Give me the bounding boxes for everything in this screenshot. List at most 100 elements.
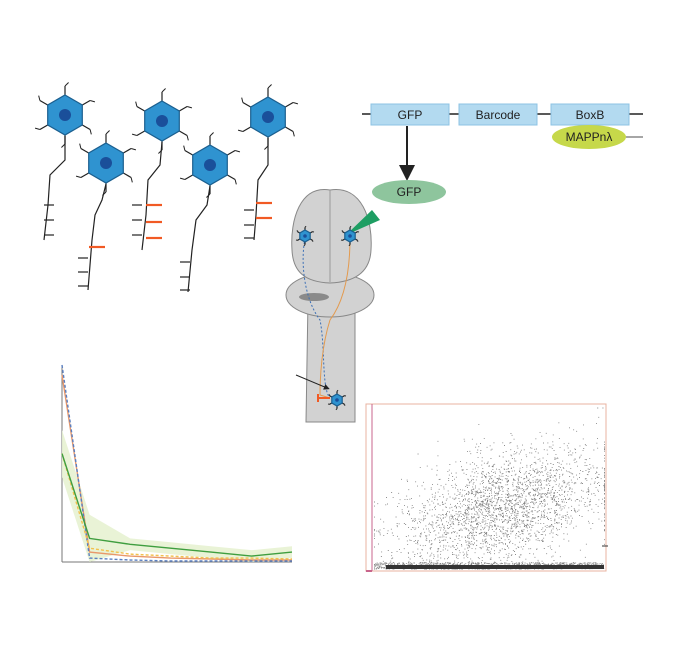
neuron-2-dendrite-branch: [75, 175, 82, 178]
neuron-3-dendrite-branch: [158, 149, 163, 154]
segment-boxb: [550, 103, 630, 126]
neuron-3-dendrite-branch: [131, 133, 138, 136]
brain-neuron-left-dendrite-branch: [304, 225, 307, 228]
neuron-5-dendrite: [285, 126, 294, 133]
scatter-frame: [365, 403, 607, 572]
mappn-protein: [552, 125, 626, 149]
line-series-1: [61, 374, 292, 561]
neuron-2-dendrite-branch: [102, 191, 107, 196]
line-series-3: [61, 453, 293, 560]
neuron-5: [237, 84, 299, 150]
neuron-3-dendrite: [179, 130, 188, 137]
neuron-1: [34, 82, 96, 148]
brain-neuron-left-nucleus: [303, 234, 307, 238]
neuron-4-dendrite-branch: [206, 193, 211, 198]
neuron-1-dendrite-branch: [34, 127, 41, 130]
neuron-4-dendrite-branch: [234, 150, 241, 153]
neuron-4: [179, 132, 241, 198]
neuron-1-dendrite-branch: [64, 82, 69, 87]
scatter-plot: [365, 403, 608, 572]
neuron-4-dendrite: [184, 174, 193, 181]
neuron-panel: [34, 82, 299, 293]
neuron-3-dendrite-branch: [186, 135, 189, 141]
neuron-2-dendrite: [123, 147, 132, 154]
brain-neuron-right-dendrite-branch: [348, 244, 351, 247]
neuron-2-dendrite-branch: [130, 177, 133, 183]
gfp-product: [372, 180, 446, 204]
neuron-1-dendrite: [39, 99, 48, 106]
segment-gfp-label: GFP: [398, 108, 423, 122]
neuron-5-dendrite: [242, 126, 251, 133]
neuron-3-dendrite-branch: [186, 106, 193, 109]
neuron-4-dendrite: [227, 174, 236, 181]
neuron-2-dendrite-branch: [105, 130, 110, 135]
gfp-product-label: GFP: [397, 185, 422, 199]
neuron-1-dendrite-branch: [89, 129, 92, 135]
neuron-3-axon: [141, 141, 163, 251]
brain-neuron-right-dendrite-branch: [349, 225, 352, 228]
scatter-points: [374, 407, 605, 570]
neuron-4-dendrite: [227, 149, 236, 156]
neuron-1-nucleus: [59, 109, 71, 121]
neuron-1-dendrite-branch: [89, 100, 96, 103]
brain-neuron-left: [295, 225, 315, 247]
neuron-5-dendrite: [285, 101, 294, 108]
brain-neuron-left-dendrite-branch: [303, 244, 306, 247]
brain-neuron-target-dendrite-branch: [335, 408, 338, 411]
line-chart: [61, 364, 293, 563]
neuron-1-dendrite-branch: [61, 143, 66, 148]
neuron-1-dendrite: [39, 124, 48, 131]
line-series-2: [61, 364, 292, 562]
neuron-5-dendrite-branch: [292, 131, 295, 137]
injection-pipette: [346, 210, 380, 235]
brain-neuron-target-nucleus: [335, 398, 339, 402]
scatter-baseline-band: [386, 565, 604, 569]
construct-diagram: GFP Barcode BoxB MAPPnλ GFP: [362, 103, 643, 204]
neuron-3-dendrite: [179, 105, 188, 112]
neuron-2-dendrite: [80, 172, 89, 179]
neuron-2-dendrite: [123, 172, 132, 179]
neuron-3-dendrite: [136, 105, 145, 112]
neuron-4-axon: [187, 185, 211, 293]
neuron-1-dendrite: [82, 99, 91, 106]
neuron-5-dendrite-branch: [264, 145, 269, 150]
brain-neuron-target-dendrite-branch: [336, 389, 339, 392]
neuron-3-nucleus: [156, 115, 168, 127]
neuron-3-dendrite-branch: [135, 101, 138, 107]
neuron-3: [131, 88, 193, 154]
neuron-4-dendrite-branch: [209, 132, 214, 137]
brain-neuron-right-nucleus: [348, 234, 352, 238]
neuron-4-dendrite: [184, 149, 193, 156]
brain-neuron-right: [340, 225, 360, 247]
segment-boxb-label: BoxB: [576, 108, 605, 122]
axon-terminal-mark: [317, 394, 330, 402]
brain-diagram: [285, 189, 380, 423]
neuron-5-axon: [253, 138, 269, 241]
projection-left: [302, 237, 335, 399]
neuron-4-dendrite-branch: [179, 177, 186, 180]
neuron-5-dendrite-branch: [237, 129, 244, 132]
neuron-2-dendrite: [80, 147, 89, 154]
neuron-3-dendrite-branch: [161, 88, 166, 93]
neuron-3-dendrite: [136, 130, 145, 137]
mappn-protein-label: MAPPnλ: [566, 130, 613, 144]
neuron-2-dendrite-branch: [79, 143, 82, 149]
neuron-4-dendrite-branch: [183, 145, 186, 151]
neuron-4-dendrite-branch: [234, 179, 237, 185]
segment-barcode: [458, 103, 538, 126]
neuron-2-nucleus: [100, 157, 112, 169]
line-chart-band: [62, 430, 292, 562]
neuron-2-axon: [87, 183, 107, 291]
neuron-5-dendrite-branch: [292, 102, 299, 105]
neuron-4-nucleus: [204, 159, 216, 171]
segment-gfp: [370, 103, 450, 126]
neuron-5-dendrite-branch: [267, 84, 272, 89]
pons-region: [299, 293, 329, 301]
neuron-5-dendrite-branch: [241, 97, 244, 103]
neuron-1-dendrite: [82, 124, 91, 131]
neuron-2-dendrite-branch: [130, 148, 137, 151]
neuron-1-axon: [43, 136, 66, 241]
neuron-5-nucleus: [262, 111, 274, 123]
brain-neuron-target: [327, 389, 347, 411]
